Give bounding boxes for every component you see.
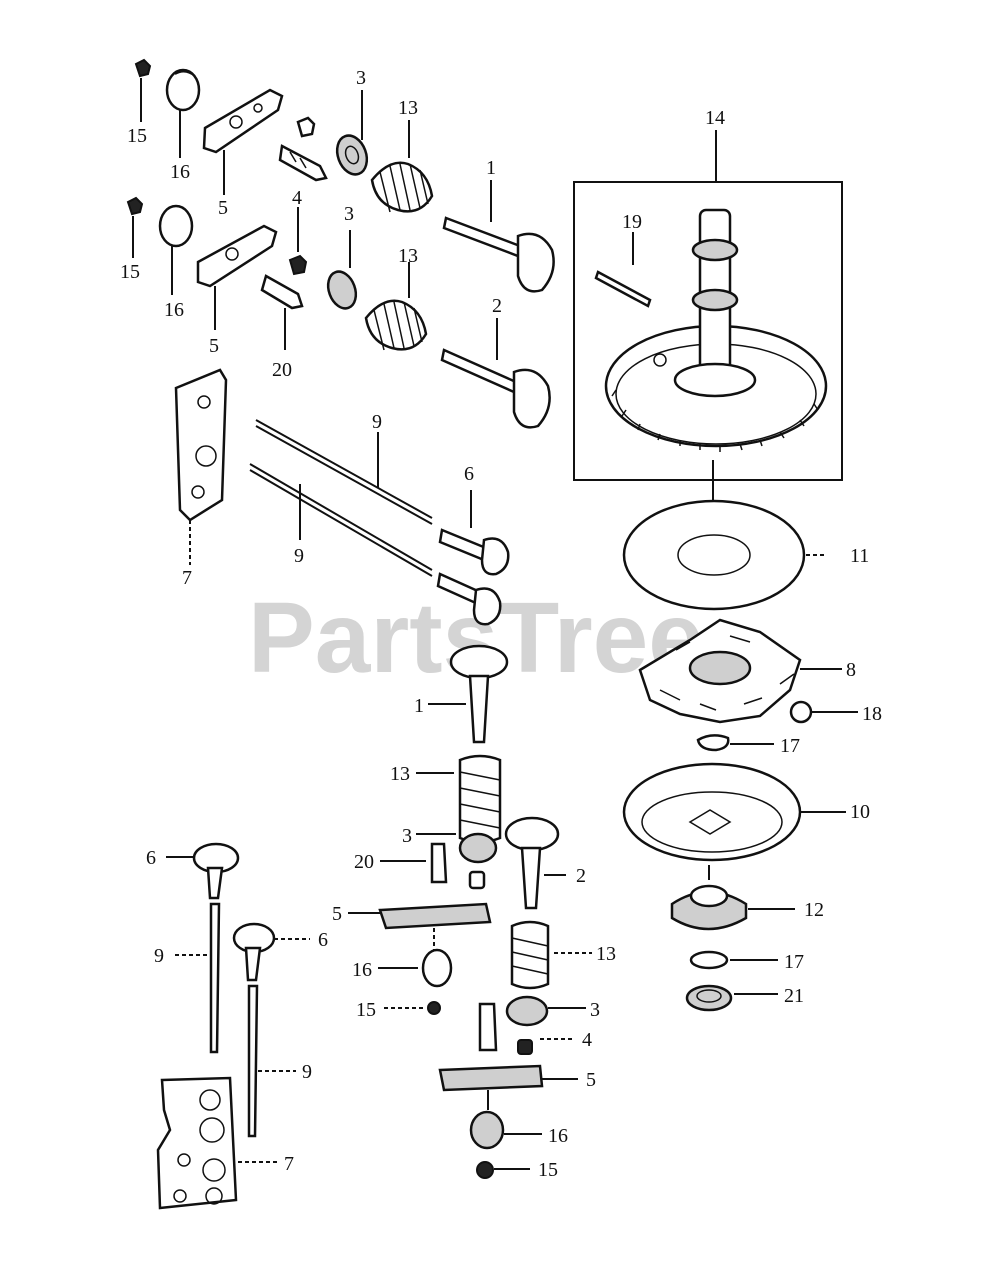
label-3: 3 [402,825,412,847]
part-17-clip-upper [696,734,774,752]
callout-labels: 15 16 5 3 13 1 14 15 16 5 4 3 13 20 2 19… [120,67,882,1181]
label-20: 20 [272,359,292,381]
label-10: 10 [850,801,870,823]
part-14-camshaft-assembly [573,130,843,530]
part-15-nut-lower-right [476,1161,530,1179]
rocker-assembly-lower [126,196,308,350]
part-20-stud-lower [380,842,448,884]
label-15: 15 [120,261,140,283]
label-11: 11 [850,545,869,567]
label-16: 16 [170,161,190,183]
label-12: 12 [804,899,824,921]
part-10-plate [622,762,846,862]
label-9: 9 [154,945,164,967]
part-4-nut-upper [296,116,316,138]
part-13-spring-mid [364,262,428,351]
part-11-washer [622,499,826,611]
part-15-nut-lower [126,196,144,216]
label-19: 19 [622,211,642,233]
part-21-washer [685,984,778,1012]
part-1-valve-lower [428,644,509,744]
label-17: 17 [784,951,804,973]
label-1: 1 [414,695,424,717]
part-15-nut-lower-left [384,1001,441,1015]
label-16: 16 [548,1125,568,1147]
part-2-valve-upper [440,318,551,429]
label-13: 13 [596,943,616,965]
part-9-pushrod-lower-right [247,984,296,1138]
part-16-cap-lower-left [378,948,453,988]
part-3-retainer-upper [335,90,369,176]
label-3: 3 [344,203,354,225]
part-5-rocker-lower-right [438,1064,578,1110]
part-5-rocker-arm-upper [202,88,284,154]
label-15: 15 [127,125,147,147]
part-5-rocker-lower-left [348,902,492,950]
part-19-pin [594,232,652,308]
part-13-spring-lower-right [510,920,592,990]
part-15-nut-upper [134,58,152,78]
part-16-cap-lower [158,204,194,248]
part-9-pushrods-upper [249,419,433,577]
label-5: 5 [209,335,219,357]
part-7-bracket-upper [174,368,228,565]
label-14: 14 [705,107,725,129]
part-3-retainer-lower-right [505,995,586,1027]
part-4-nut-lower-left [468,870,486,890]
part-16-cap-upper [165,68,201,112]
label-18: 18 [862,703,882,725]
part-4-nut-lower-right [478,1002,574,1055]
label-21: 21 [784,985,804,1007]
label-4: 4 [582,1029,592,1051]
part-6-tappets-upper [436,490,510,626]
label-16: 16 [352,959,372,981]
part-8-governor [638,618,842,724]
part-2-valve-lower [504,816,566,910]
part-7-bracket-lower [156,1076,280,1210]
part-17-clip-lower [689,950,778,970]
label-2: 2 [576,865,586,887]
part-20-stud-upper [260,274,304,310]
part-4-nut-lower [288,254,308,276]
label-15: 15 [356,999,376,1021]
label-13: 13 [390,763,410,785]
label-17: 17 [780,735,800,757]
rocker-assembly-upper [134,58,328,195]
part-6-tappet-lower-right [232,922,310,982]
label-8: 8 [846,659,856,681]
label-9: 9 [302,1061,312,1083]
part-13-spring-lower-left [416,754,502,844]
label-13: 13 [398,97,418,119]
label-9: 9 [294,545,304,567]
part-12-gear [670,865,795,931]
label-2: 2 [492,295,502,317]
part-3-retainer-mid [326,230,358,310]
label-5: 5 [218,197,228,219]
label-1: 1 [486,157,496,179]
label-4: 4 [292,187,302,209]
label-6: 6 [146,847,156,869]
label-5: 5 [586,1069,596,1091]
label-5: 5 [332,903,342,925]
label-3: 3 [356,67,366,89]
label-7: 7 [182,567,192,589]
label-6: 6 [318,929,328,951]
part-16-cap-lower-right [469,1110,542,1150]
label-9: 9 [372,411,382,433]
label-6: 6 [464,463,474,485]
label-3: 3 [590,999,600,1021]
label-7: 7 [284,1153,294,1175]
part-6-tappet-lower-left [166,842,240,900]
part-9-pushrod-lower-left [175,902,221,1054]
label-16: 16 [164,299,184,321]
part-3-retainer-lower-left [416,832,498,864]
label-13: 13 [398,245,418,267]
part-18-ball [789,700,858,724]
part-1-valve-upper [442,180,555,293]
part-13-spring-upper [370,120,434,213]
label-15: 15 [538,1159,558,1181]
label-20: 20 [354,851,374,873]
